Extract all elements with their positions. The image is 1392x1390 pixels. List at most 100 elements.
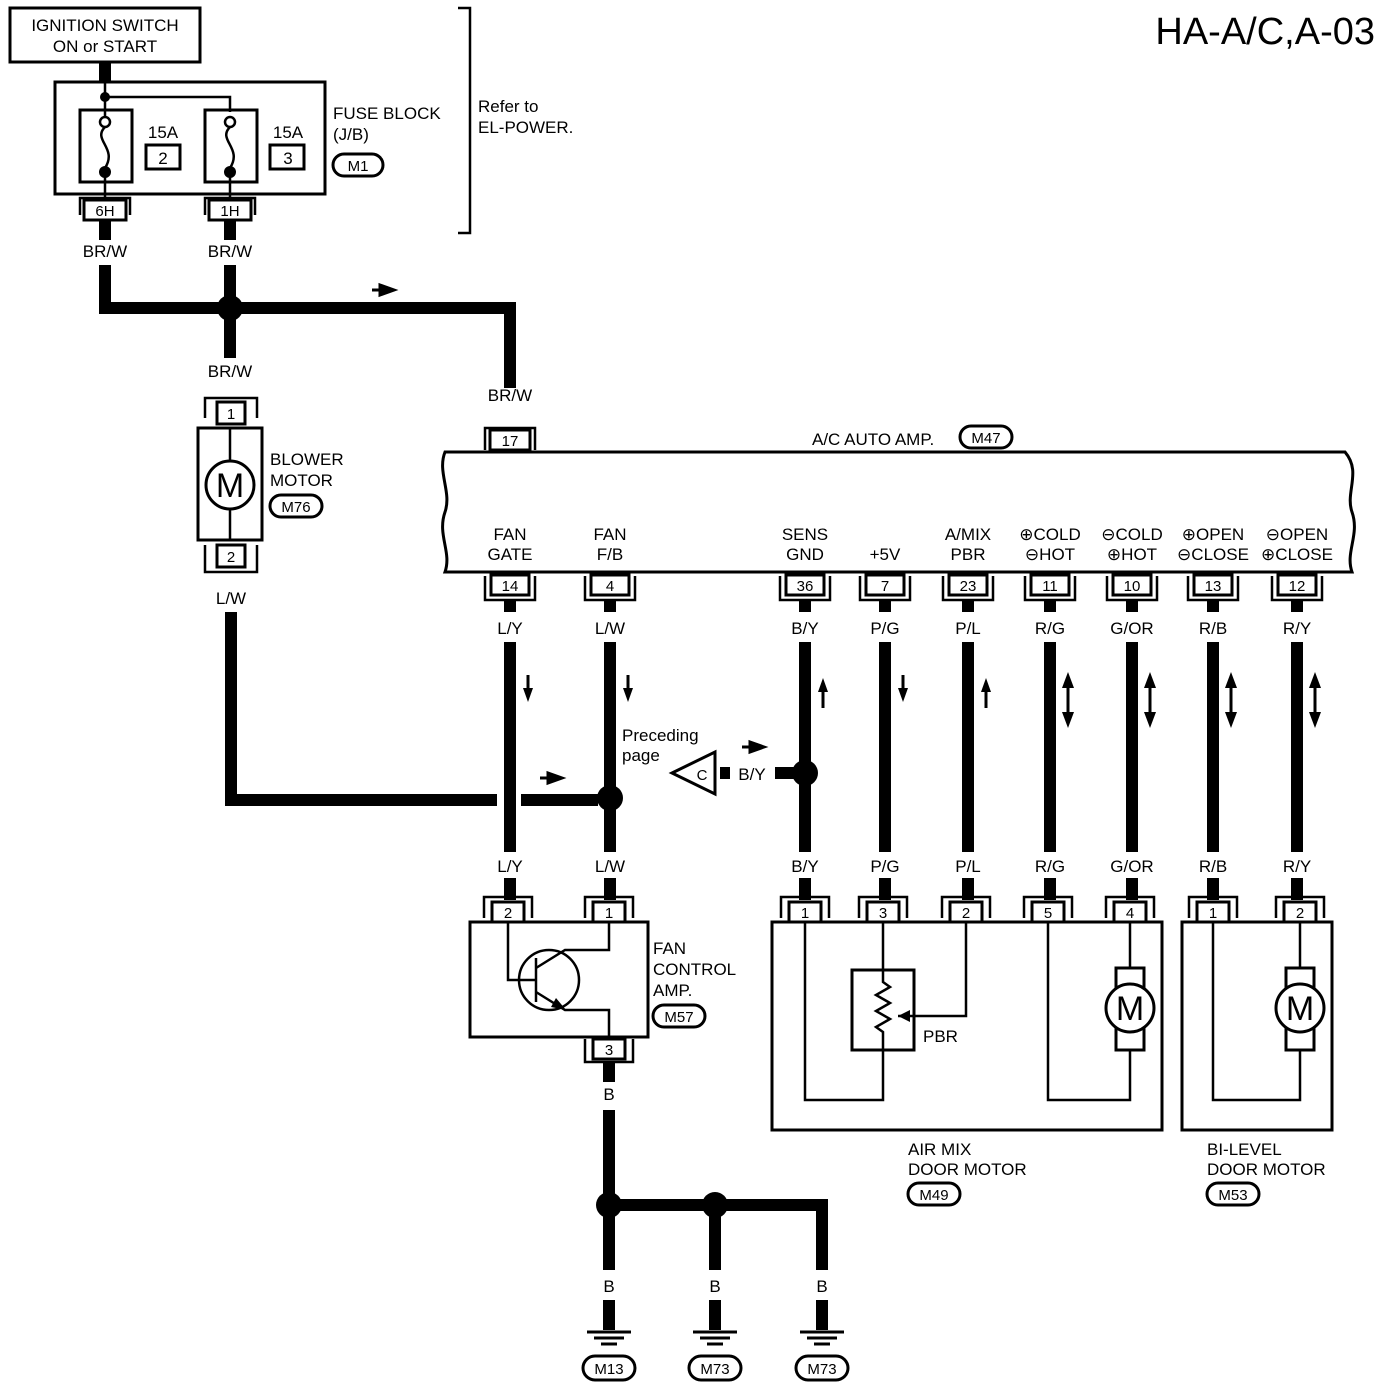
- amp-title: A/C AUTO AMP.: [812, 430, 934, 449]
- amp-pin: 7: [881, 578, 889, 595]
- lower-wire-color: R/B: [1199, 857, 1227, 876]
- amp-pin: 12: [1289, 578, 1306, 595]
- splice-br-w: [217, 295, 243, 321]
- amp-terminal-label-bottom: ⊖HOT: [1025, 545, 1075, 564]
- lower-wire-color: R/Y: [1283, 857, 1311, 876]
- blower-label-2: MOTOR: [270, 471, 333, 490]
- amp-wire-color: R/G: [1035, 619, 1065, 638]
- bi-level-door-motor: 1 2 M BI-LEVEL DOOR MOTOR M53: [1180, 895, 1334, 1207]
- preceding-label-2: page: [622, 746, 660, 765]
- signal-arrow: [898, 675, 908, 702]
- amp-terminal-label-bottom: +5V: [870, 545, 901, 564]
- amp-pin: 13: [1205, 578, 1222, 595]
- bi-level-connector: M53: [1218, 1187, 1247, 1204]
- amp-terminal-label-top: ⊖COLD: [1101, 525, 1162, 544]
- amp-pin: 14: [502, 578, 519, 595]
- lower-wire-color: B/Y: [791, 857, 818, 876]
- fca-label-3: AMP.: [653, 981, 692, 1000]
- amp-terminal-label-top: ⊖OPEN: [1266, 525, 1328, 544]
- signal-arrow: [1225, 672, 1237, 728]
- bi-level-label-1: BI-LEVEL: [1207, 1140, 1282, 1159]
- fca-pin-3: 3: [605, 1042, 613, 1059]
- amp-terminal-label-top: SENS: [782, 525, 828, 544]
- signal-arrow: [1309, 672, 1321, 728]
- preceding-letter: C: [697, 767, 708, 784]
- air-mix-connector: M49: [919, 1187, 948, 1204]
- wire-br-w-1: BR/W: [83, 242, 127, 261]
- air-mix-pin: 3: [879, 905, 887, 922]
- air-mix-pin: 4: [1126, 905, 1134, 922]
- ground-connector: M73: [700, 1361, 729, 1378]
- preceding-label-1: Preceding: [622, 726, 699, 745]
- amp-terminal-label-bottom: GND: [786, 545, 824, 564]
- signal-arrow: [818, 678, 828, 708]
- ignition-label-2: ON or START: [53, 37, 157, 56]
- wire-l-w-blower: L/W: [216, 589, 246, 608]
- fuse-block: 15A 2 15A 3 FUSE BLOCK (J/B) M1 6H 1H: [53, 80, 441, 222]
- refer-note-2: EL-POWER.: [478, 118, 573, 137]
- splice-ground-2: [702, 1192, 728, 1218]
- splice-fan-fb: [597, 785, 623, 811]
- blower-connector: M76: [281, 499, 310, 516]
- amp-pin: 11: [1042, 578, 1058, 595]
- wire-by-preceding: B/Y: [738, 765, 765, 784]
- air-mix-pin: 5: [1044, 905, 1052, 922]
- fca-pin-1: 1: [605, 905, 613, 922]
- fuse-2-number: 3: [283, 149, 292, 168]
- air-mix-motor-m: M: [1116, 990, 1144, 1028]
- lower-wire-color: R/G: [1035, 857, 1065, 876]
- fuse-1-rating: 15A: [148, 123, 179, 142]
- fuse-terminal-6h: 6H: [95, 203, 114, 220]
- amp-terminal-label-top: FAN: [493, 525, 526, 544]
- wire-br-w-3: BR/W: [208, 362, 252, 381]
- fuse-1-number: 2: [158, 149, 167, 168]
- amp-wire-color: R/Y: [1283, 619, 1311, 638]
- bi-level-motor-m: M: [1286, 990, 1314, 1028]
- preceding-connector: [668, 749, 717, 797]
- wire-br-w-4: BR/W: [488, 386, 532, 405]
- ground-connector: M73: [807, 1361, 836, 1378]
- amp-terminal-label-top: A/MIX: [945, 525, 991, 544]
- amp-terminal-label-bottom: ⊕CLOSE: [1261, 545, 1333, 564]
- lower-wire-color: G/OR: [1110, 857, 1153, 876]
- lower-wire-color: L/W: [595, 857, 625, 876]
- ac-auto-amp: 17 A/C AUTO AMP. M47: [441, 424, 1356, 574]
- amp-terminal-label-bottom: ⊖CLOSE: [1177, 545, 1249, 564]
- fca-label-1: FAN: [653, 939, 686, 958]
- fca-connector: M57: [664, 1009, 693, 1026]
- bi-level-pin: 1: [1209, 905, 1217, 922]
- blower-pin-1: 1: [227, 406, 235, 423]
- bi-level-label-2: DOOR MOTOR: [1207, 1160, 1326, 1179]
- signal-arrow: [1144, 672, 1156, 728]
- blower-label-1: BLOWER: [270, 450, 344, 469]
- air-mix-label-1: AIR MIX: [908, 1140, 971, 1159]
- amp-pin: 10: [1124, 578, 1141, 595]
- fuse-2-rating: 15A: [273, 123, 304, 142]
- ground-connector: M13: [594, 1361, 623, 1378]
- amp-connector: M47: [971, 430, 1000, 447]
- amp-wire-color: B/Y: [791, 619, 818, 638]
- air-mix-pin: 2: [962, 905, 970, 922]
- amp-terminal-label-top: ⊕COLD: [1019, 525, 1080, 544]
- bi-level-pin: 2: [1296, 905, 1304, 922]
- lower-wire-color: L/Y: [497, 857, 523, 876]
- fan-control-amp: 2 1 3 FAN CONTROL AMP. M57: [468, 895, 736, 1064]
- amp-pin: 36: [797, 578, 814, 595]
- amp-pin: 23: [960, 578, 977, 595]
- amp-terminal-11: ⊕COLD⊖HOT 11R/G R/G: [1019, 525, 1081, 900]
- air-mix-label-2: DOOR MOTOR: [908, 1160, 1027, 1179]
- amp-wire-color: P/L: [955, 619, 981, 638]
- refer-note-1: Refer to: [478, 97, 538, 116]
- wire-br-w-2: BR/W: [208, 242, 252, 261]
- fuse-block-connector: M1: [348, 158, 369, 175]
- fuse-block-label-2: (J/B): [333, 125, 369, 144]
- amp-wire-color: G/OR: [1110, 619, 1153, 638]
